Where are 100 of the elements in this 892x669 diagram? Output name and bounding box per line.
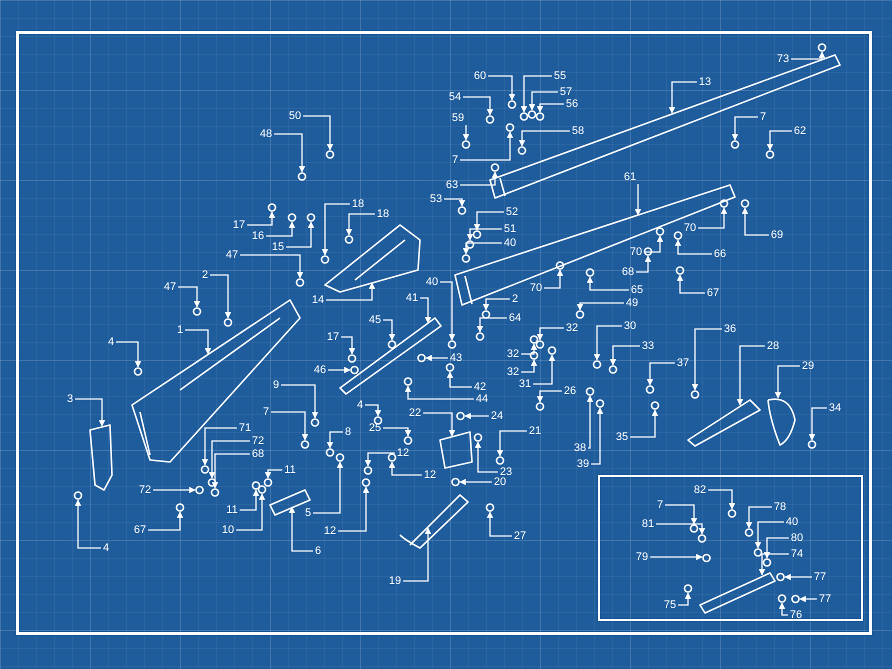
callout-number: 10 [222, 524, 234, 536]
leader-line [656, 523, 706, 535]
callout-number: 70 [630, 246, 642, 258]
part-drawing [403, 436, 413, 445]
leader-line [764, 537, 789, 559]
callout-number: 57 [560, 86, 572, 98]
part-drawing [645, 385, 654, 394]
part-drawing [89, 424, 113, 491]
leader-line [708, 489, 736, 510]
callout-number: 60 [474, 70, 486, 82]
leader-line [388, 461, 422, 476]
part-drawing [269, 489, 311, 516]
callout-number: 40 [504, 237, 516, 249]
callout-number: 56 [566, 98, 578, 110]
leader-line [486, 511, 512, 537]
part-drawing [287, 213, 296, 222]
leader-line [365, 404, 382, 417]
callout-number: 27 [514, 530, 526, 542]
part-drawing [310, 418, 320, 427]
part-drawing [350, 365, 360, 374]
callout-number: 22 [408, 407, 422, 419]
leader-line [446, 371, 472, 388]
callout-number: 74 [790, 548, 804, 560]
part-drawing [767, 398, 796, 446]
part-drawing [727, 509, 736, 518]
callout-number: 6 [314, 545, 322, 557]
part-drawing [339, 317, 442, 395]
leader-line [274, 133, 306, 173]
part-drawing [535, 402, 544, 411]
part-drawing [495, 456, 504, 465]
leader-line [474, 441, 498, 473]
callout-number: 13 [698, 76, 712, 88]
leader-line [74, 499, 101, 549]
part-drawing [547, 346, 556, 355]
leader-line [533, 354, 556, 385]
callout-number: 70 [530, 282, 542, 294]
callout-number: 32 [506, 348, 520, 360]
part-drawing [529, 335, 538, 344]
callout-number: 29 [802, 360, 814, 372]
part-drawing [295, 278, 304, 287]
callout-number: 55 [554, 70, 566, 82]
callout-number: 67 [134, 524, 146, 536]
callout-number: 31 [518, 378, 532, 390]
part-drawing [485, 503, 494, 512]
leader-line [732, 116, 758, 141]
callout-number: 7 [656, 499, 664, 511]
callout-number: 2 [512, 293, 518, 305]
part-drawing [807, 440, 816, 449]
callout-number: 67 [706, 287, 720, 299]
part-drawing [489, 54, 841, 199]
leader-line [383, 319, 396, 341]
leader-line [185, 329, 212, 355]
leader-line [482, 298, 510, 311]
leader-line [341, 336, 356, 355]
callout-number: 62 [794, 125, 806, 137]
leader-line [346, 213, 375, 236]
leader-line [518, 130, 570, 147]
callout-number: 49 [626, 297, 638, 309]
part-drawing [439, 431, 473, 469]
leader-line [462, 242, 502, 255]
callout-number: 17 [326, 331, 340, 343]
part-drawing [535, 340, 544, 349]
part-drawing [776, 572, 785, 581]
leader-line [153, 486, 196, 494]
part-drawing [335, 453, 344, 462]
part-drawing [175, 503, 184, 512]
callout-number: 71 [238, 422, 252, 434]
part-drawing [650, 401, 659, 410]
leader-line [758, 553, 789, 576]
callout-number: 38 [574, 442, 586, 454]
part-drawing [595, 399, 604, 408]
leader-line [178, 286, 200, 308]
callout-number: 72 [252, 435, 264, 447]
leader-line [742, 207, 769, 236]
callout-number: 75 [664, 599, 676, 611]
part-drawing [744, 528, 753, 537]
callout-number: 77 [818, 593, 832, 605]
callout-number: 58 [572, 125, 584, 137]
part-drawing [347, 354, 356, 363]
part-drawing [263, 478, 272, 487]
callout-number: 12 [324, 525, 336, 537]
part-drawing [592, 360, 601, 369]
leader-line [474, 211, 504, 231]
callout-number: 14 [312, 294, 324, 306]
callout-number: 63 [446, 179, 458, 191]
part-drawing [699, 572, 776, 614]
callout-number: 40 [786, 516, 798, 528]
part-drawing [473, 433, 482, 442]
leader-line [692, 328, 722, 391]
part-drawing [777, 594, 786, 603]
leader-line [536, 103, 564, 113]
part-drawing [585, 387, 594, 396]
part-drawing [251, 481, 260, 490]
part-drawing [257, 485, 266, 494]
part-drawing [399, 494, 469, 549]
leader-line [463, 96, 494, 116]
part-drawing [575, 310, 584, 319]
callout-number: 68 [622, 266, 634, 278]
leader-line [634, 184, 642, 216]
callout-number: 2 [202, 269, 208, 281]
